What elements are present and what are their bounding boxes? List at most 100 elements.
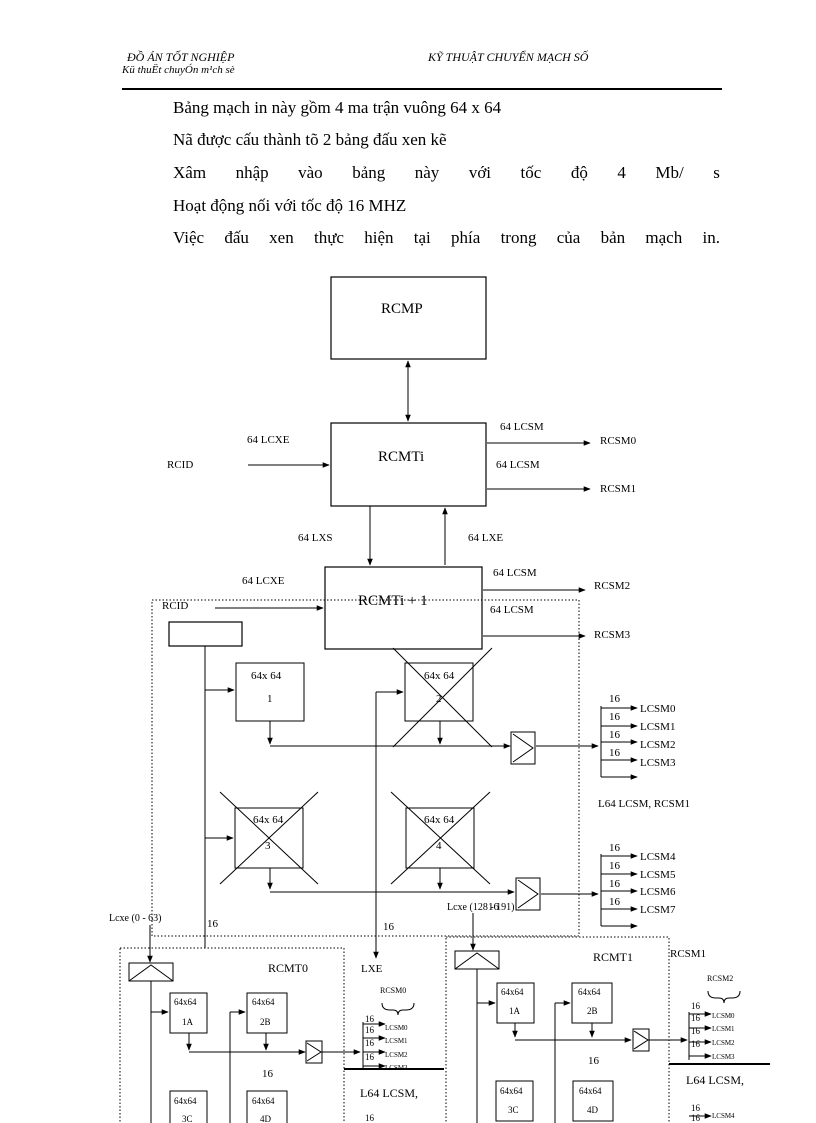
rcmti1-rcsm2-label: RCSM2 [594, 580, 630, 592]
lcsm4-label: LCSM4 [640, 851, 676, 863]
rcmt1-4d-label: 4D [587, 1105, 599, 1115]
lcsm1-label: LCSM1 [640, 721, 675, 733]
matrix-4-number: 4 [436, 840, 442, 852]
matrix-3-number: 3 [265, 840, 271, 852]
rcmt0-matrix-3c [169, 1090, 208, 1123]
mid-rcsm0-brace [381, 1002, 415, 1016]
rcmti1-box [324, 566, 483, 650]
rcmti1-lcsm-label-1: 64 LCSM [493, 567, 537, 579]
mid-l64lcsm-label: L64 LCSM, [360, 1086, 418, 1100]
right-16-c: 16 [691, 1026, 701, 1036]
rcmt1-3c-label: 3C [508, 1105, 519, 1115]
matrix-4-size: 64x 64 [424, 814, 455, 826]
lxs-label: 64 LXS [298, 532, 333, 544]
rcmt0-input-mux-symbol [128, 964, 174, 982]
right-16-a: 16 [691, 1001, 701, 1011]
lcxe-128-191-label: Lcxe (128 - 191) [447, 902, 514, 913]
rcmt0-3c-label: 3C [182, 1114, 193, 1123]
matrix-1-number: 1 [267, 693, 273, 705]
lcsm6-label: LCSM6 [640, 886, 676, 898]
lcxe-0-63-label: Lcxe (0 - 63) [109, 913, 161, 924]
fanout-1-16-c: 16 [609, 729, 621, 741]
rcmt0-1a-label: 1A [182, 1017, 194, 1027]
matrix-2 [404, 662, 474, 722]
matrix-2-size: 64x 64 [424, 670, 455, 682]
header-left-line2: Kü thuËt chuyÓn m¹ch sè [122, 64, 235, 76]
rcmt1-3c-size: 64x64 [500, 1086, 523, 1096]
right-16-b: 16 [691, 1013, 701, 1023]
rcmt0-4d-size: 64x64 [252, 1096, 275, 1106]
rcmti-rcid-label: RCID [167, 459, 193, 471]
rcmti1-label: RCMTi + 1 [358, 593, 428, 609]
rcmt0-mux-symbol [306, 1042, 322, 1062]
right-16-e: 16 [691, 1103, 701, 1113]
rcmti-lcsm-label-1: 64 LCSM [500, 421, 544, 433]
rcmti1-lcsm-label-2: 64 LCSM [490, 604, 534, 616]
right-16-f: 16 [691, 1113, 701, 1123]
right-rcsm2-label: RCSM2 [707, 974, 733, 983]
rcmt1-2b-size: 64x64 [578, 987, 601, 997]
rcmt0-label: RCMT0 [268, 961, 308, 975]
mid-16-a: 16 [365, 1014, 375, 1024]
trunk-16-label: 16 [207, 918, 219, 930]
body-line-4: Hoạt động nối với tốc độ 16 MHZ [173, 196, 407, 215]
matrix-3 [234, 807, 304, 869]
header-rule [122, 88, 722, 90]
right-lcsm4-label: LCSM4 [712, 1112, 735, 1120]
matrix-3-size: 64x 64 [253, 814, 284, 826]
lcsm0-label: LCSM0 [640, 703, 676, 715]
rcmti1-lcxe-label: 64 LCXE [242, 575, 285, 587]
rcmt1-input-mux [454, 950, 500, 970]
rcmt1-16-label: 16 [588, 1055, 600, 1067]
body-line-2: Nã được cấu thành tõ 2 bảng đấu xen kẽ [173, 130, 447, 149]
rcmt1-side-rcsm1: RCSM1 [670, 948, 706, 960]
mid-lcsm2-label: LCSM2 [385, 1051, 408, 1059]
right-lcsm0-label: LCSM0 [712, 1012, 735, 1020]
fanout-2-16-d: 16 [609, 896, 621, 908]
matrix-2-cross-b [392, 647, 493, 748]
right-lcsm2-label: LCSM2 [712, 1039, 735, 1047]
mid-lcsm0-label: LCSM0 [385, 1024, 408, 1032]
mid-lcsm1-label: LCSM1 [385, 1037, 408, 1045]
right-rcsm2-brace [707, 990, 741, 1004]
lcsm7-label: LCSM7 [640, 904, 676, 916]
mid-16-c: 16 [365, 1038, 375, 1048]
fanout-1-16-d: 16 [609, 747, 621, 759]
rcmt1-label: RCMT1 [593, 950, 633, 964]
fanout-1-16-a: 16 [609, 693, 621, 705]
matrix-3-cross-b [219, 791, 319, 885]
header-left-line1: ĐỒ ÁN TỐT NGHIỆP [127, 50, 235, 64]
rcmt1-4d-size: 64x64 [579, 1086, 602, 1096]
mux2-16-label: 16 [488, 901, 500, 913]
lxe-16-label: 16 [383, 921, 395, 933]
mux-1-symbol [512, 733, 534, 763]
rcmt1-mux-symbol [633, 1030, 649, 1050]
rcmp-label: RCMP [381, 301, 423, 317]
mux-1 [510, 731, 536, 765]
matrix-4-cross-b [390, 791, 491, 885]
rcmti-rcsm1-label: RCSM1 [600, 483, 636, 495]
fanout-2-16-c: 16 [609, 878, 621, 890]
rcmp-box [330, 276, 487, 360]
rcmti-box [330, 422, 487, 507]
lcsm5-label: LCSM5 [640, 869, 676, 881]
rcmt0-matrix-4d [246, 1090, 288, 1123]
matrix-2-number: 2 [436, 693, 442, 705]
mid-rcsm0-label: RCSM0 [380, 986, 406, 995]
body-line-1: Bảng mạch in này gồm 4 ma trận vuông 64 … [173, 98, 502, 117]
right-l64lcsm-label: L64 LCSM, [686, 1073, 744, 1087]
header-center-title: KỸ THUẬT CHUYỂN MẠCH SỐ [428, 50, 589, 64]
rcmti-lcsm-label-2: 64 LCSM [496, 459, 540, 471]
rcmt0-input-mux [128, 962, 174, 982]
mid-16-d: 16 [365, 1052, 375, 1062]
right-lcsm1-label: LCSM1 [712, 1025, 735, 1033]
rcmt0-matrix-2b [246, 992, 288, 1034]
rcmt1-matrix-4d [572, 1080, 614, 1122]
interface-box [168, 621, 243, 647]
rcmti-rcsm0-label: RCSM0 [600, 435, 637, 447]
rcmt0-2b-size: 64x64 [252, 997, 275, 1007]
rcmti-label: RCMTi [378, 449, 424, 465]
lcsm3-label: LCSM3 [640, 757, 676, 769]
